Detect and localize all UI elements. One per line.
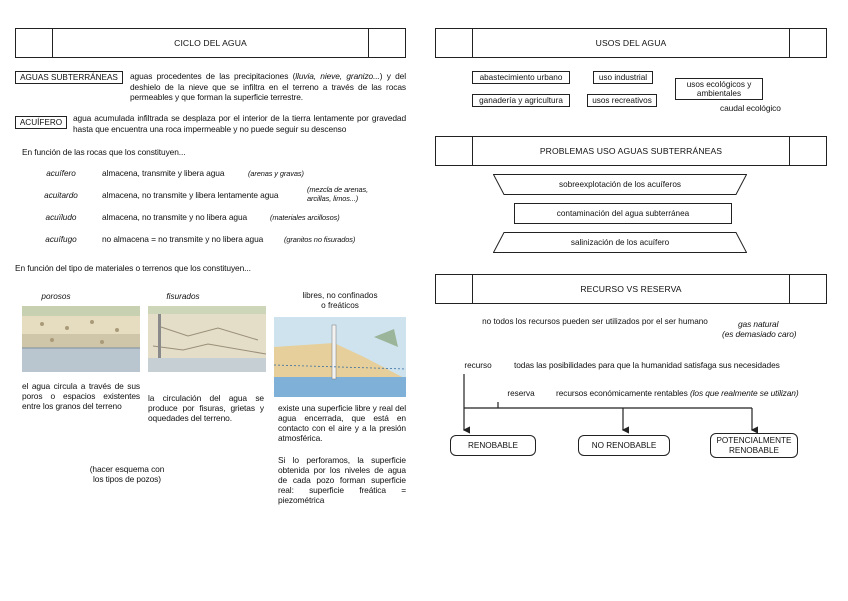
nota-esquema: (hacer esquema con los tipos de pozos) [89,464,165,484]
categoria-renobable: RENOBABLE [450,435,536,456]
problema-salinizacion: salinización de los acuífero [493,232,747,253]
roca-acuifugo-desc: no almacena = no transmite y no libera a… [102,234,264,244]
roca-acuiludo-tag: acuïludo [30,211,92,223]
categoria-no-renobable: NO RENOBABLE [578,435,670,456]
reserva-def: recursos económicamente rentables (los q… [556,388,799,398]
header-left-cell [436,29,473,57]
aguas-subterraneas-label: AGUAS SUBTERRÁNEAS [15,71,123,84]
libres-diagram [274,317,406,397]
problema-contaminacion: contaminación del agua subterránea [514,203,732,224]
header-right-cell [789,137,826,165]
roca-acuifero-tag: acuífero [30,167,92,179]
roca-acuiludo-desc: almacena, no transmite y no libera agua [102,212,248,222]
header-left-cell [16,29,53,57]
usos-header: USOS DEL AGUA [435,28,827,58]
fisurados-desc: la circulación del agua se produce por f… [148,393,264,423]
porosos-diagram [22,306,140,372]
gas-natural: gas natural [738,319,779,329]
caudal-ecologico: caudal ecológico [720,103,781,113]
roca-acuitardo-desc: almacena, no transmite y libera lentamen… [102,190,279,200]
tipo-libres-tag: libres, no confinados o freáticos [284,290,396,312]
rocas-heading: En función de las rocas que los constitu… [22,147,186,157]
roca-acuifugo-example: (granitos no fisurados) [284,235,356,244]
recurso-connectors [462,374,758,434]
fisurados-illustration [148,306,266,372]
header-right-cell [789,275,826,303]
tipo-fisurados-tag: fisurados [154,290,212,302]
roca-acuifero-desc: almacena, transmite y libera agua [102,168,225,178]
libres-desc-2: Si lo perforamos, la superficie obtenida… [278,455,406,505]
categoria-potencialmente-renobable: POTENCIALMENTE RENOBABLE [710,433,798,458]
roca-acuifero-example: (arenas y gravas) [248,169,304,178]
header-right-cell [368,29,405,57]
uso-ecologicos: usos ecológicos y ambientales [675,78,763,100]
uso-ganaderia: ganadería y agricultura [472,94,570,107]
reserva-tag: reserva [497,384,545,402]
gas-note: (es demasiado caro) [722,329,797,339]
libres-illustration [274,317,406,397]
trapezoid-shape [493,232,747,253]
libres-desc: existe una superficie libre y real del a… [278,403,406,443]
tipo-porosos-tag: porosos [28,290,84,302]
roca-acuitardo-tag: acuitardo [30,189,92,201]
recurso-tag: recurso [454,356,502,374]
no-todos-recursos: no todos los recursos pueden ser utiliza… [460,311,730,331]
uso-industrial: uso industrial [593,71,653,84]
header-left-cell [436,137,473,165]
roca-acuitardo-example: (mezcla de arenas, arcillas, limos...) [307,185,369,203]
fisurados-diagram [148,306,266,372]
aguas-subterraneas-definition: aguas procedentes de las precipitaciones… [130,71,406,102]
recurso-header: RECURSO VS RESERVA [435,274,827,304]
usos-title: USOS DEL AGUA [595,38,667,48]
header-right-cell [789,29,826,57]
uso-abastecimiento: abastecimiento urbano [472,71,570,84]
acuifero-definition: agua acumulada infiltrada se desplaza po… [73,113,406,134]
acuifero-label: ACUÍFERO [15,116,67,129]
recurso-title: RECURSO VS RESERVA [580,284,682,294]
porosos-desc: el agua circula a través de sus poros o … [22,381,140,411]
roca-acuiludo-example: (materiales arcillosos) [270,213,340,222]
problemas-title: PROBLEMAS USO AGUAS SUBTERRÁNEAS [539,146,723,156]
ciclo-header: CICLO DEL AGUA [15,28,406,58]
roca-acuifugo-tag: acuífugo [30,233,92,245]
ciclo-title: CICLO DEL AGUA [174,38,247,48]
trapezoid-shape [493,174,747,195]
header-left-cell [436,275,473,303]
problemas-header: PROBLEMAS USO AGUAS SUBTERRÁNEAS [435,136,827,166]
materiales-heading: En función del tipo de materiales o terr… [15,263,251,273]
porosos-illustration [22,306,140,372]
problema-sobreexplotacion: sobreexplotación de los acuíferos [493,174,747,195]
recurso-def: todas las posibilidades para que la huma… [514,360,780,370]
uso-recreativos: usos recreativos [587,94,657,107]
